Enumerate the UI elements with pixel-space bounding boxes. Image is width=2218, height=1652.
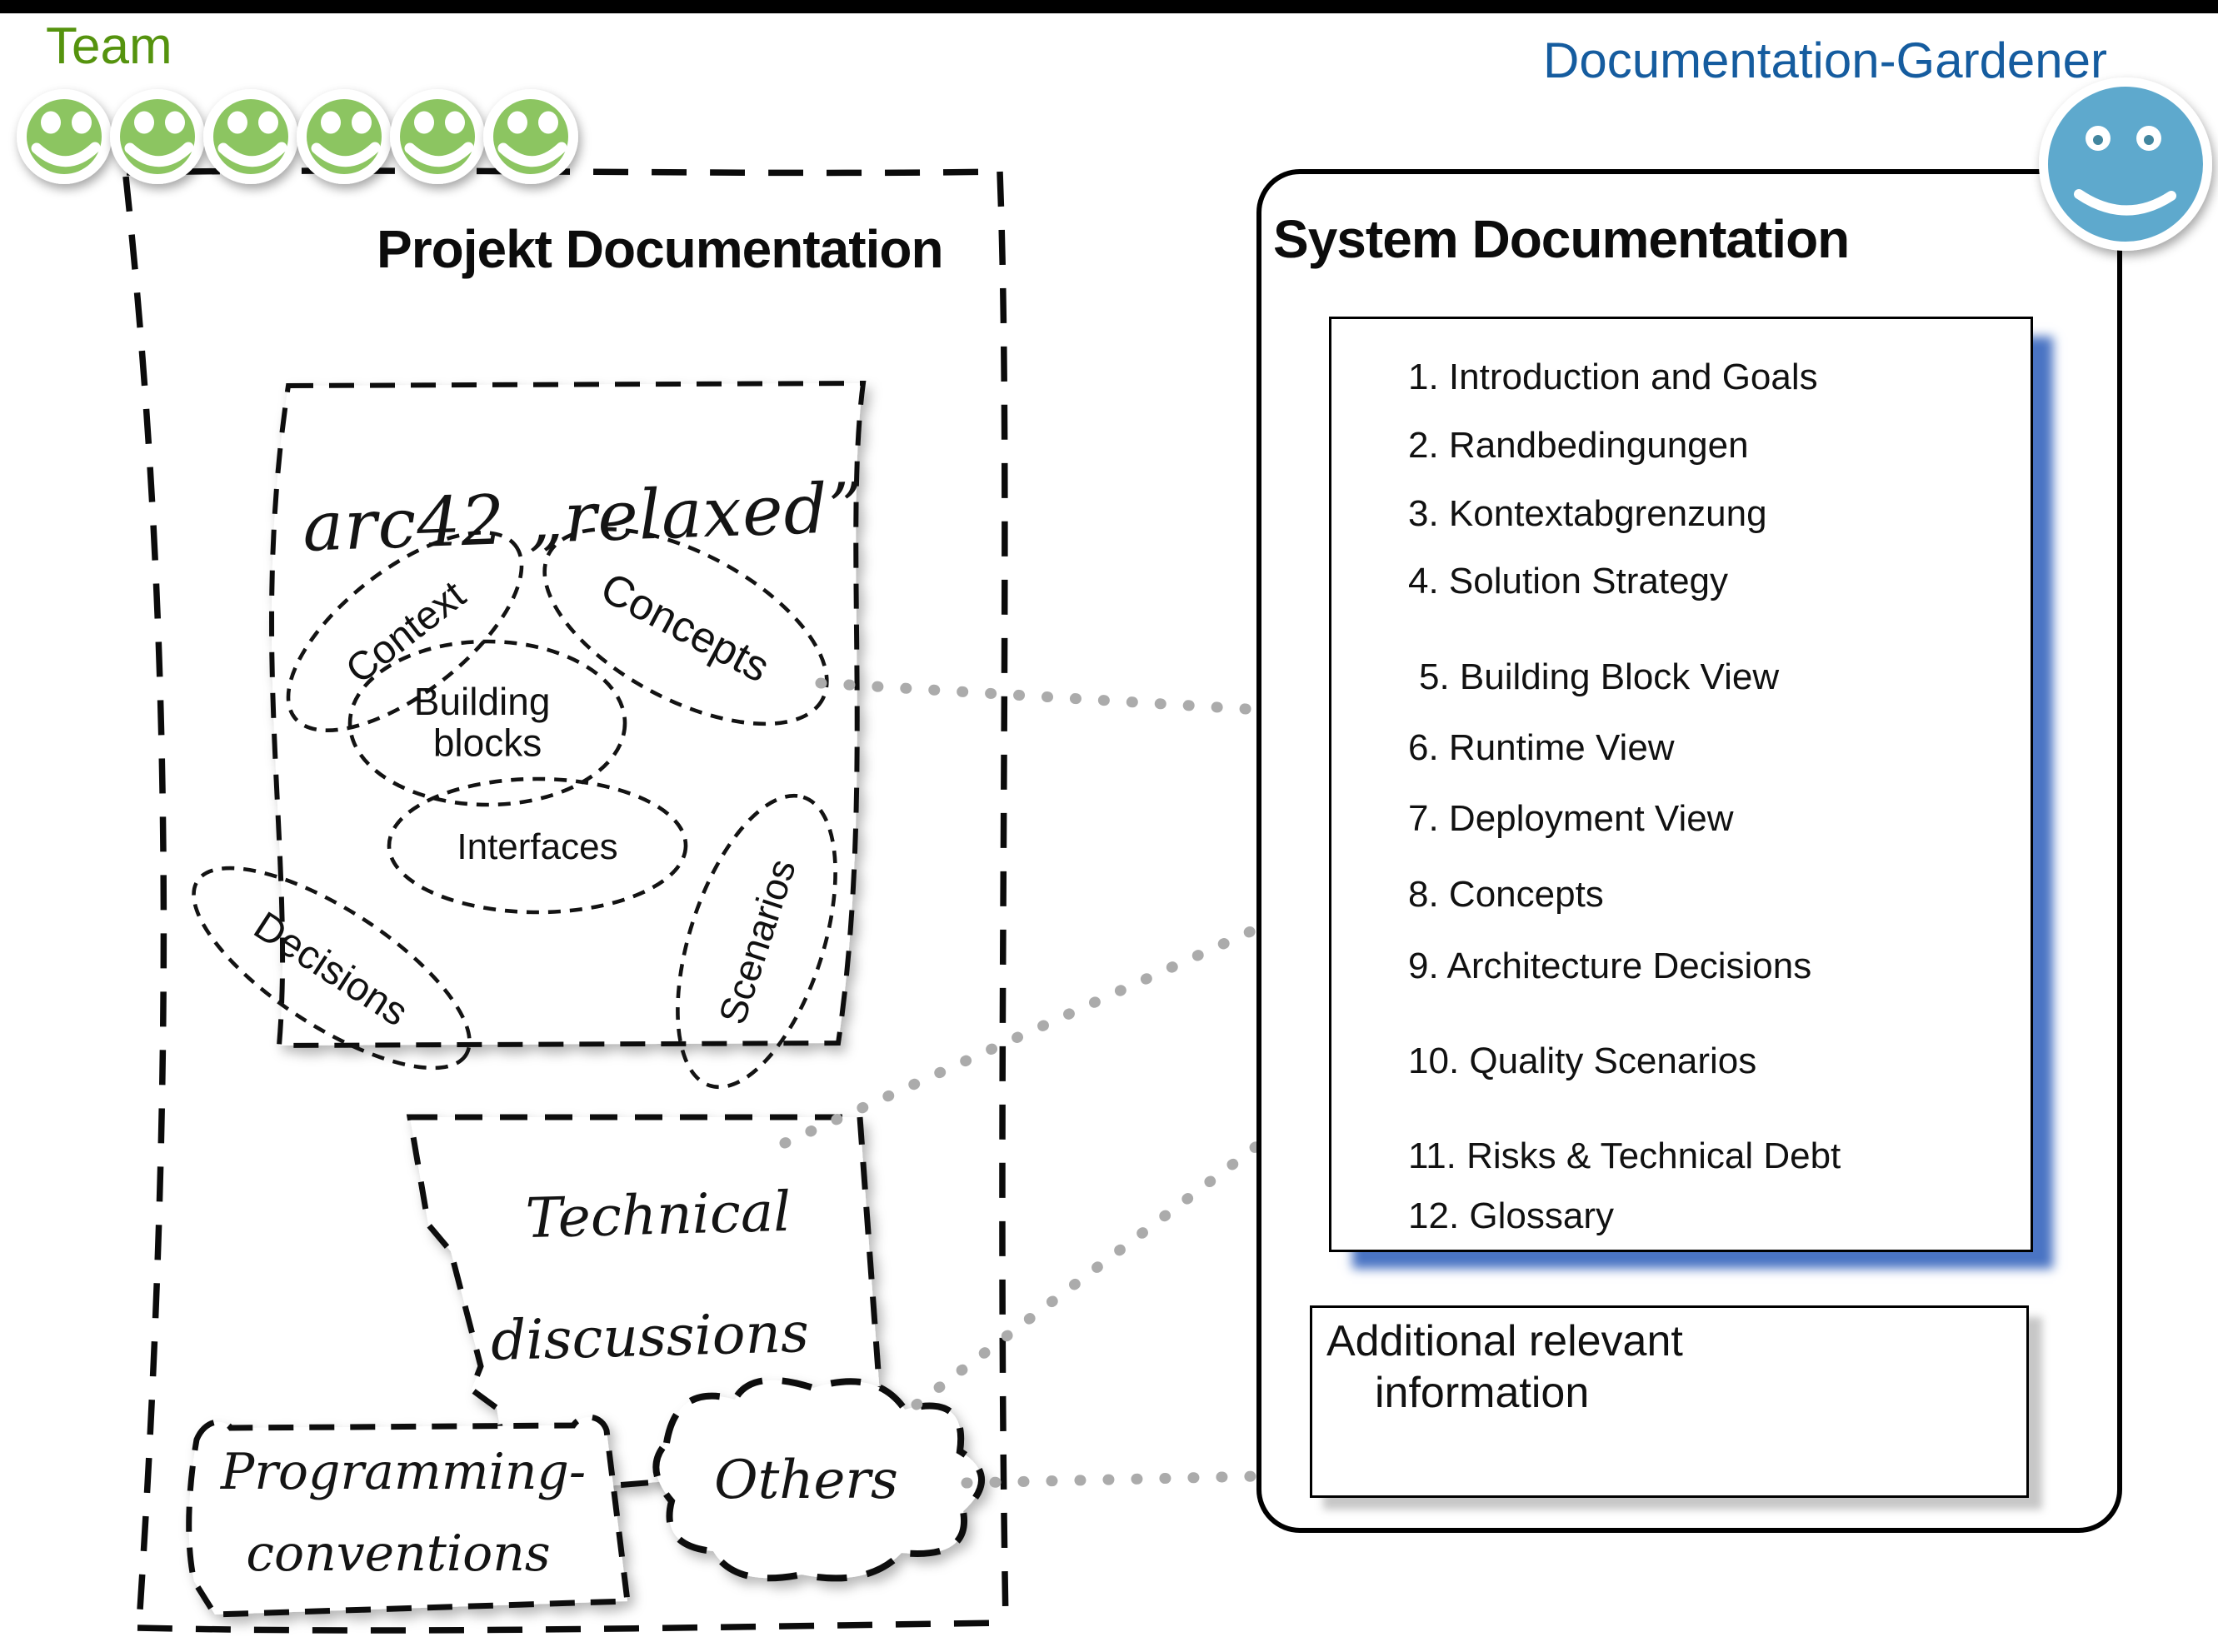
arc42-cloud: Building blocks — [347, 639, 627, 807]
arc42-heading: arc42 „relaxed” — [301, 468, 866, 567]
svg-text:Scenarios: Scenarios — [710, 854, 804, 1030]
toc-item: 12. Glossary — [1408, 1195, 1614, 1236]
system-documentation-title: System Documentation — [1273, 209, 1850, 269]
additional-info-line: Additional relevant — [1326, 1317, 1683, 1365]
toc-box — [1329, 317, 2033, 1252]
arc42-cloud: Interfaces — [387, 776, 688, 915]
toc-item: 1. Introduction and Goals — [1408, 357, 1818, 397]
programming-conventions-label: conventions — [246, 1525, 551, 1583]
arc42-cloud: Decisions — [192, 866, 472, 1071]
smiley-face-icon — [2039, 77, 2212, 251]
top-bar — [0, 0, 2218, 13]
team-smiley-icon — [203, 89, 298, 184]
arc42-cloud: Scenarios — [676, 793, 837, 1090]
toc-item: 2. Randbedingungen — [1408, 425, 1749, 466]
svg-text:Context: Context — [338, 573, 474, 693]
svg-text:Concepts: Concepts — [593, 563, 777, 691]
toc-item: 6. Runtime View — [1408, 727, 1675, 768]
svg-text:Building blocks: Building blocks — [414, 680, 561, 765]
svg-text:Interfaces: Interfaces — [457, 826, 617, 867]
svg-text:Decisions: Decisions — [246, 904, 415, 1036]
mapping-arrows — [779, 677, 1337, 1500]
additional-info-box — [1310, 1305, 2029, 1498]
toc-item: 7. Deployment View — [1408, 798, 1734, 839]
toc-item: 10. Quality Scenarios — [1408, 1041, 1757, 1081]
team-smiley-row — [17, 89, 578, 184]
arc42-clouds: Context Concepts Building blocks Interfa… — [192, 527, 837, 1090]
gardener-smiley-icon — [2039, 77, 2212, 251]
toc-item: 3. Kontextabgrenzung — [1408, 493, 1767, 534]
team-smiley-icon — [483, 89, 578, 184]
toc-item: 11. Risks & Technical Debt — [1408, 1135, 1841, 1176]
technical-discussions-label: discussions — [490, 1300, 810, 1373]
team-smiley-icon — [390, 89, 485, 184]
toc-item: 8. Concepts — [1408, 874, 1604, 915]
flow-arrow — [815, 677, 1332, 736]
toc-item: 4. Solution Strategy — [1408, 561, 1729, 601]
team-smiley-icon — [297, 89, 392, 184]
additional-info-line: information — [1375, 1369, 1590, 1417]
project-documentation-border — [122, 167, 1009, 1634]
gardener-label: Documentation-Gardener — [1543, 32, 2108, 88]
toc-item: 9. Architecture Decisions — [1408, 946, 1812, 986]
project-documentation-title: Projekt Documentation — [377, 219, 944, 279]
team-smiley-icon — [110, 89, 205, 184]
toc-item: 5. Building Block View — [1419, 656, 1780, 697]
technical-discussions-label: Technical — [524, 1179, 792, 1251]
flow-arrow — [779, 891, 1336, 1149]
team-smiley-icon — [17, 89, 112, 184]
others-label: Others — [714, 1450, 898, 1511]
programming-conventions-label: Programming- — [220, 1443, 587, 1501]
team-label: Team — [46, 17, 172, 75]
